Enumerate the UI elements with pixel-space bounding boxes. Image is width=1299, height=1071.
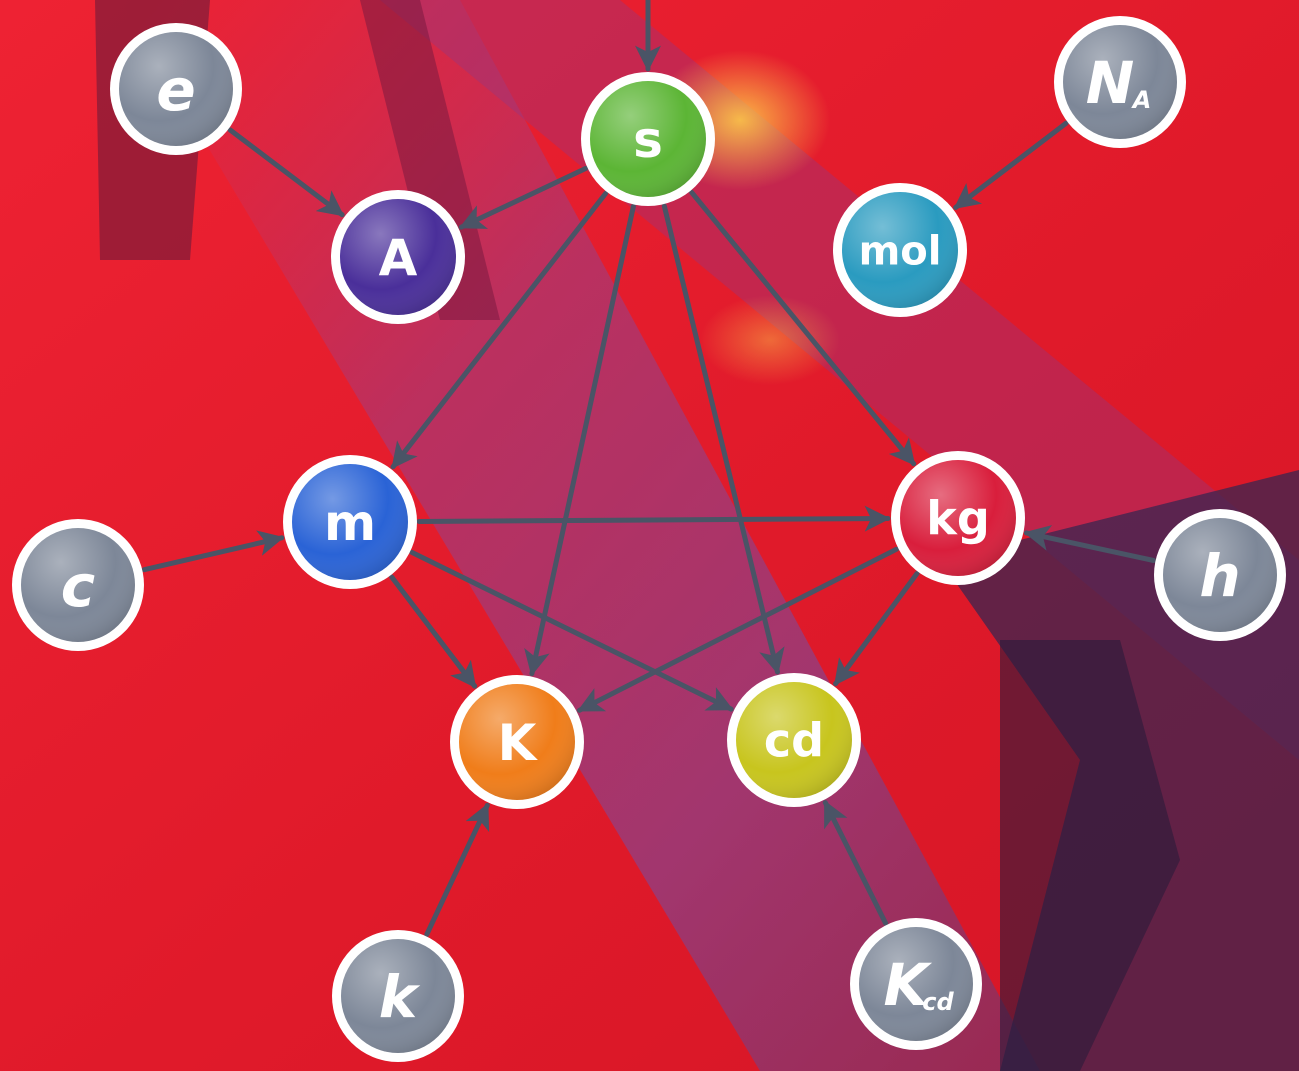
unit-node-s: s — [581, 72, 715, 206]
constant-node-Kcd: Kcd — [850, 918, 982, 1050]
constant-subscript-NA: A — [1131, 86, 1152, 114]
unit-node-cd: cd — [727, 673, 861, 807]
unit-label-kg: kg — [926, 492, 990, 546]
unit-node-mol: mol — [833, 183, 967, 317]
constant-symbol-k: k — [379, 963, 421, 1031]
arrow-m-to-kg — [419, 519, 888, 522]
constant-node-NA: NA — [1054, 16, 1186, 148]
unit-label-K: K — [498, 714, 539, 772]
constant-node-h: h — [1154, 509, 1286, 641]
unit-label-m: m — [324, 494, 376, 552]
unit-label-s: s — [633, 111, 663, 169]
constant-symbol-e: e — [156, 56, 195, 124]
unit-label-mol: mol — [859, 228, 942, 274]
unit-node-A: A — [331, 190, 465, 324]
constant-symbol-h: h — [1199, 542, 1240, 610]
constant-subscript-Kcd: cd — [922, 988, 954, 1016]
constant-symbol-NA: N — [1086, 49, 1135, 117]
unit-node-kg: kg — [891, 451, 1025, 585]
constant-node-e: e — [110, 23, 242, 155]
constant-node-k: k — [332, 930, 464, 1062]
unit-node-m: m — [283, 455, 417, 589]
unit-label-cd: cd — [764, 714, 824, 768]
unit-node-K: K — [450, 675, 584, 809]
constant-node-c: c — [12, 519, 144, 651]
unit-label-A: A — [379, 229, 418, 287]
constant-symbol-c: c — [61, 552, 95, 620]
